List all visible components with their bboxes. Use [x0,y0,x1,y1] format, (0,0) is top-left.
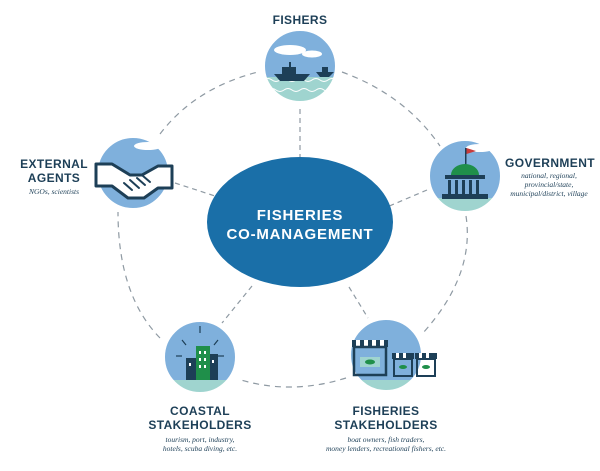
center-label: FISHERIES CO-MANAGEMENT [208,206,392,244]
coastal-stakeholders-title-1: COASTAL [170,404,230,418]
government-sub-2: provincial/state, [524,180,574,189]
fishers-node [263,29,337,103]
coastal-stakeholders-node [163,320,237,394]
government-building-icon [442,148,488,199]
fisheries-stakeholders-node [349,318,437,392]
center-label-line1: FISHERIES [256,207,344,224]
market-stalls-icon [352,340,437,377]
outer-dashed-ring [117,71,468,388]
center-ellipse [207,157,393,287]
fisheries-stakeholders-sub-1: boat owners, fish traders, [347,435,425,444]
government-sub-3: municipal/district, village [510,189,588,198]
fisheries-stakeholders-title-2: STAKEHOLDERS [334,418,438,432]
government-sub-1: national, regional, [521,171,577,180]
coastal-stakeholders-sub-1: tourism, port, industry, [165,435,235,444]
external-agents-title-2: AGENTS [27,171,81,185]
external-agents-title-1: EXTERNAL [20,157,88,171]
external-agents-node [94,136,174,210]
coastal-buildings-icon [176,326,224,380]
fisheries-stakeholders-sub-2: money lenders, recreational fishers, etc… [325,444,447,453]
center-label-line2: CO-MANAGEMENT [226,226,374,243]
government-title: GOVERNMENT [505,156,596,170]
spokes [174,109,428,324]
coastal-stakeholders-title-2: STAKEHOLDERS [148,418,252,432]
coastal-stakeholders-sub-2: hotels, scuba diving, etc. [162,444,238,453]
fishers-title: FISHERS [272,13,328,27]
fisheries-stakeholders-title-1: FISHERIES [352,404,420,418]
external-agents-sub-1: NGOs, scientists [28,187,79,196]
government-node [428,139,502,213]
fishing-boats-icon [274,62,334,81]
handshake-icon [94,162,174,200]
